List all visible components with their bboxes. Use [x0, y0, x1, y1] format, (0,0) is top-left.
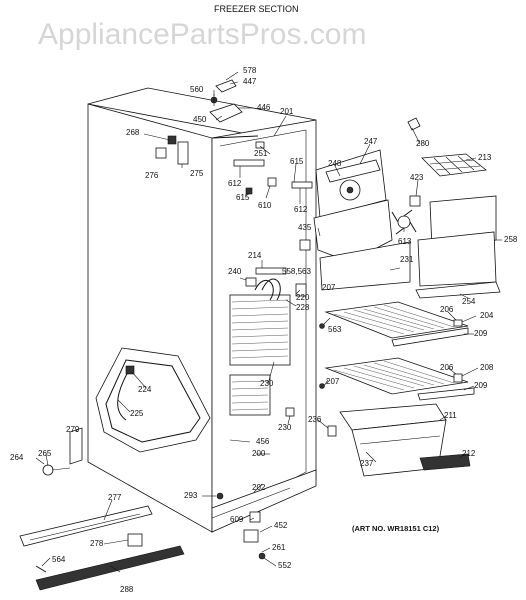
label-209a: 209	[474, 329, 488, 338]
label-610: 610	[258, 201, 272, 210]
label-228: 228	[296, 303, 310, 312]
door-gasket	[95, 347, 211, 453]
label-552: 552	[278, 561, 292, 570]
part-labels: 578 447 560 446 450 201 268 276 275 251 …	[10, 66, 518, 594]
shelf-supports	[319, 319, 463, 389]
label-236: 236	[308, 415, 322, 424]
label-230a: 230	[260, 379, 274, 388]
label-615a: 615	[236, 193, 250, 202]
label-578: 578	[243, 66, 257, 75]
label-240: 240	[228, 267, 242, 276]
label-251: 251	[254, 149, 268, 158]
label-275: 275	[190, 169, 204, 178]
wire-shelf-lower	[324, 357, 475, 401]
label-276: 276	[145, 171, 159, 180]
label-207a: 207	[322, 283, 336, 292]
label-560: 560	[190, 85, 204, 94]
label-204: 204	[480, 311, 494, 320]
label-208: 208	[480, 363, 494, 372]
label-277: 277	[108, 493, 122, 502]
label-280: 280	[416, 139, 430, 148]
evaporator-coil	[229, 278, 291, 416]
label-225: 225	[130, 409, 144, 418]
diagram-title: FREEZER SECTION	[214, 4, 299, 14]
leader-lines	[35, 71, 502, 573]
label-264: 264	[10, 453, 24, 462]
label-268: 268	[126, 128, 140, 137]
label-202: 202	[252, 483, 266, 492]
label-293: 293	[184, 491, 198, 500]
label-450: 450	[193, 115, 207, 124]
fan-blade	[391, 195, 421, 235]
label-435: 435	[298, 223, 312, 232]
label-447: 447	[243, 77, 257, 86]
label-231: 231	[400, 255, 414, 264]
label-220: 220	[296, 293, 310, 302]
label-213: 213	[478, 153, 492, 162]
small-parts	[216, 141, 337, 560]
label-247: 247	[364, 137, 378, 146]
label-207b: 207	[326, 377, 340, 386]
art-number: (ART NO. WR18151 C12)	[352, 524, 440, 533]
label-615b: 615	[290, 157, 304, 166]
label-558-563: 558,563	[282, 267, 311, 276]
label-224: 224	[138, 385, 152, 394]
label-261: 261	[272, 543, 286, 552]
label-279: 279	[66, 425, 80, 434]
label-612a: 612	[228, 179, 242, 188]
label-423: 423	[410, 173, 424, 182]
watermark-logo: AppliancePartsPros.com	[38, 18, 366, 51]
label-278: 278	[90, 539, 104, 548]
label-609: 609	[230, 515, 244, 524]
label-237: 237	[360, 459, 374, 468]
label-258: 258	[504, 235, 518, 244]
rear-panel	[415, 195, 501, 299]
label-613: 613	[398, 237, 412, 246]
label-248: 248	[328, 159, 342, 168]
label-230b: 230	[278, 423, 292, 432]
label-265: 265	[38, 449, 52, 458]
label-201: 201	[280, 107, 294, 116]
wire-shelf-upper	[324, 301, 469, 347]
control-switch	[155, 135, 189, 165]
fan-shroud	[313, 149, 411, 291]
label-612b: 612	[294, 205, 308, 214]
label-206b: 206	[440, 363, 454, 372]
freezer-basket	[339, 403, 471, 477]
label-288: 288	[120, 585, 134, 594]
label-212: 212	[462, 449, 476, 458]
label-200: 200	[252, 449, 266, 458]
label-563: 563	[328, 325, 342, 334]
label-214: 214	[248, 251, 262, 260]
label-446: 446	[257, 103, 271, 112]
label-254: 254	[462, 297, 476, 306]
label-564: 564	[52, 555, 66, 564]
label-206a: 206	[440, 305, 454, 314]
label-452: 452	[274, 521, 288, 530]
label-456: 456	[256, 437, 270, 446]
label-211: 211	[444, 411, 457, 420]
label-209b: 209	[474, 381, 488, 390]
top-hinge	[209, 79, 243, 123]
